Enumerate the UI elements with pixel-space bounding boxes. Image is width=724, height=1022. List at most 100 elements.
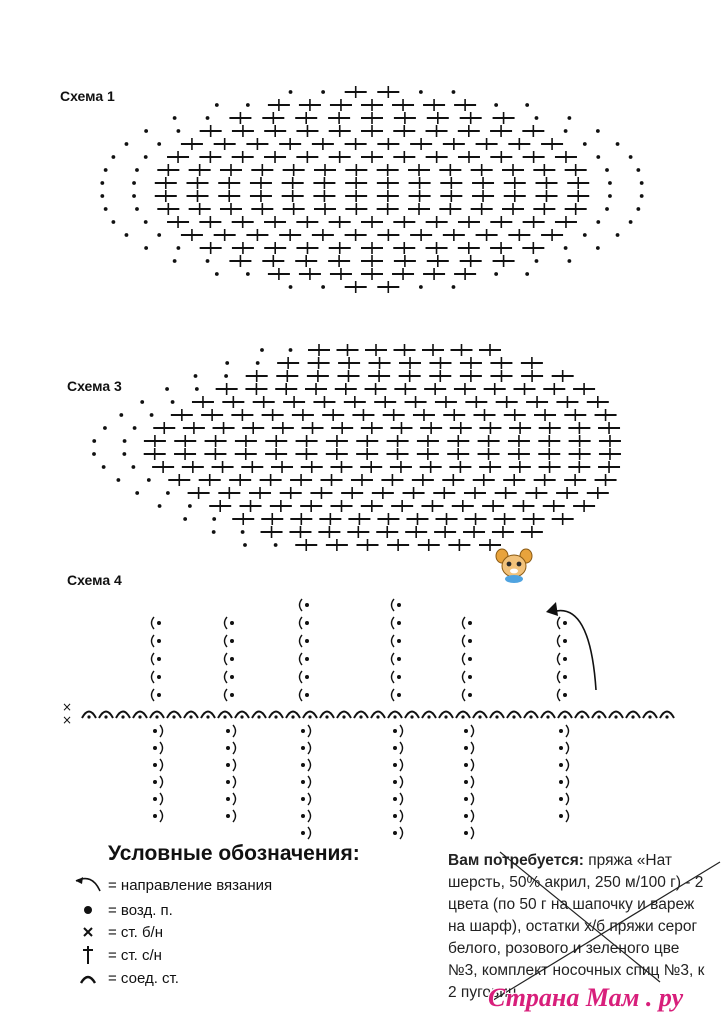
stitch-arc xyxy=(232,809,237,823)
slip-stitch xyxy=(149,710,165,719)
scheme-1-label: Схема 1 xyxy=(60,88,115,104)
chain-stitch xyxy=(103,426,107,430)
chain-stitch xyxy=(135,491,140,495)
chain-stitch xyxy=(397,657,401,661)
chain-stitch xyxy=(563,246,568,250)
chain-stitch xyxy=(582,142,587,146)
chain-stitch xyxy=(305,657,309,661)
materials-lead: Вам потребуется: xyxy=(448,852,584,869)
chain-stitch xyxy=(308,715,312,719)
stitch-arc xyxy=(556,670,561,684)
chain-stitch xyxy=(563,715,567,719)
chain-stitch xyxy=(255,361,260,365)
chain-stitch xyxy=(393,797,397,801)
scheme-4-diagram: ×× xyxy=(62,598,675,840)
chain-stitch xyxy=(226,729,230,733)
stitch-arc xyxy=(470,826,475,840)
stitch-arc xyxy=(399,775,404,789)
chain-stitch xyxy=(131,465,136,469)
chain-stitch xyxy=(135,168,139,172)
chain-stitch xyxy=(582,233,587,237)
chain-stitch xyxy=(397,621,401,625)
legend-title: Условные обозначения: xyxy=(108,842,360,865)
chain-stitch xyxy=(559,746,563,750)
stitch-arc xyxy=(556,616,561,630)
chain-stitch xyxy=(451,285,456,289)
chain-stitch xyxy=(393,715,397,719)
slip-stitch xyxy=(183,710,199,719)
watermark: Страна Мам . ру xyxy=(488,983,684,1012)
slip-stitch xyxy=(336,710,352,719)
stitch-arc xyxy=(390,652,395,666)
chain-stitch xyxy=(206,715,210,719)
chain-stitch xyxy=(230,657,234,661)
slip-stitch xyxy=(353,710,369,719)
slip-stitch xyxy=(217,710,233,719)
stitch-arc xyxy=(565,741,570,755)
chain-stitch xyxy=(103,168,108,172)
chain-stitch xyxy=(194,387,199,391)
stitch-arc xyxy=(307,809,312,823)
stitch-arc xyxy=(232,792,237,806)
stitch-arc xyxy=(150,688,155,702)
chain-stitch xyxy=(451,90,456,94)
chain-stitch xyxy=(288,285,293,289)
chain-stitch xyxy=(559,780,563,784)
stitch-arc xyxy=(470,809,475,823)
chain-stitch xyxy=(288,348,293,352)
slip-stitch xyxy=(251,710,267,719)
chain-stitch xyxy=(636,207,641,211)
chain-stitch xyxy=(101,465,106,469)
stitch-arc xyxy=(390,598,395,612)
chain-stitch xyxy=(172,116,177,120)
stitch-arc xyxy=(223,670,228,684)
chain-stitch xyxy=(595,246,600,250)
chain-stitch xyxy=(157,233,162,237)
slip-stitch xyxy=(489,710,505,719)
scheme-4-label: Схема 4 xyxy=(67,572,122,588)
chain-stitch xyxy=(495,715,499,719)
stitch-arc xyxy=(150,652,155,666)
chain-stitch xyxy=(157,142,162,146)
chain-stitch xyxy=(305,603,309,607)
chain-stitch xyxy=(92,439,97,443)
chain-stitch xyxy=(143,220,148,224)
stitch-arc xyxy=(307,741,312,755)
slip-stitch xyxy=(455,710,471,719)
chain-stitch xyxy=(288,90,293,94)
chain-stitch xyxy=(144,129,149,133)
slip-stitch xyxy=(387,710,403,719)
chain-stitch xyxy=(397,675,401,679)
chain-stitch xyxy=(628,220,633,224)
slip-stitch xyxy=(591,710,607,719)
chain-stitch xyxy=(124,142,129,146)
slip-stitch xyxy=(421,710,437,719)
chain-stitch xyxy=(230,621,234,625)
chain-stitch xyxy=(512,715,516,719)
chain-stitch xyxy=(100,181,105,185)
chain-stitch xyxy=(245,103,250,107)
chain-stitch xyxy=(243,543,247,547)
chain-stitch xyxy=(325,715,329,719)
stitch-arc xyxy=(223,634,228,648)
chain-stitch xyxy=(628,155,633,159)
chain-stitch xyxy=(461,715,465,719)
chain-stitch xyxy=(165,387,169,391)
chain-stitch xyxy=(615,233,620,237)
strike-lines xyxy=(489,851,721,1003)
slip-stitch xyxy=(98,710,114,719)
chain-stitch xyxy=(157,693,161,697)
chain-stitch xyxy=(157,621,161,625)
chain-stitch xyxy=(301,797,305,801)
chain-stitch xyxy=(153,797,157,801)
chain-stitch xyxy=(301,780,305,784)
chain-stitch xyxy=(240,715,244,719)
chain-stitch xyxy=(563,675,567,679)
chain-stitch xyxy=(605,168,609,172)
legend-item-slst: = соед. ст. xyxy=(70,967,179,989)
stitch-arc xyxy=(565,792,570,806)
chain-stitch xyxy=(468,693,472,697)
slip-stitch xyxy=(268,710,284,719)
stitch-arc xyxy=(390,616,395,630)
chain-stitch xyxy=(393,763,397,767)
